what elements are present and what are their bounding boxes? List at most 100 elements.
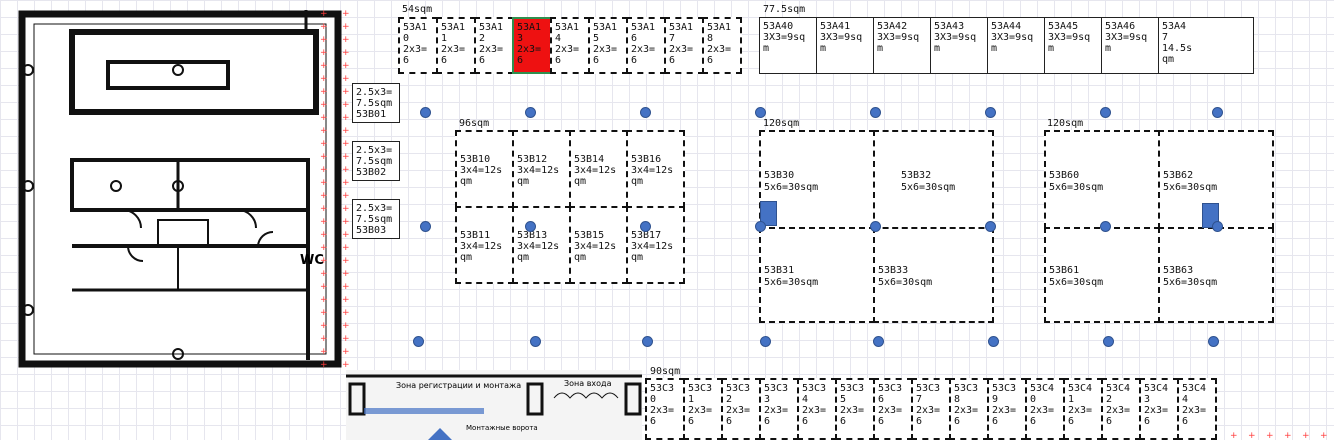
wc-label: WC bbox=[300, 253, 324, 268]
stand-53b63[interactable]: 53B63 5x6=30sqm bbox=[1158, 227, 1274, 323]
stand-53b30[interactable]: 53B30 5x6=30sqm bbox=[759, 130, 875, 229]
stand-53b01[interactable]: 2.5x3= 7.5sqm 53B01 bbox=[352, 83, 400, 123]
stand-53a12[interactable]: 53A1 2 2x3= 6 bbox=[474, 17, 514, 74]
stand-53c39[interactable]: 53C3 9 2x3= 6 bbox=[987, 378, 1027, 440]
stand-53a11[interactable]: 53A1 1 2x3= 6 bbox=[436, 17, 476, 74]
stand-53b13[interactable]: 53B13 3x4=12s qm bbox=[512, 206, 571, 284]
svg-text:+: + bbox=[342, 178, 350, 188]
stand-53a44[interactable]: 53A44 3X3=9sq m bbox=[987, 17, 1045, 74]
stand-53c35[interactable]: 53C3 5 2x3= 6 bbox=[835, 378, 875, 440]
svg-text:+: + bbox=[342, 74, 350, 84]
stand-53c38[interactable]: 53C3 8 2x3= 6 bbox=[949, 378, 989, 440]
stand-53b03[interactable]: 2.5x3= 7.5sqm 53B03 bbox=[352, 199, 400, 239]
svg-text:+: + bbox=[342, 334, 350, 344]
stand-53a47[interactable]: 53A4 7 14.5s qm bbox=[1158, 17, 1254, 74]
stand-53b33[interactable]: 53B33 5x6=30sqm bbox=[873, 227, 994, 323]
stand-53a45[interactable]: 53A45 3X3=9sq m bbox=[1044, 17, 1102, 74]
stand-53c42[interactable]: 53C4 2 2x3= 6 bbox=[1101, 378, 1141, 440]
svg-text:+: + bbox=[1320, 431, 1328, 440]
svg-text:+: + bbox=[342, 347, 350, 357]
marker-row: ++++++ bbox=[1230, 431, 1328, 440]
svg-text:+: + bbox=[342, 126, 350, 136]
svg-text:+: + bbox=[342, 10, 350, 19]
stand-53c37[interactable]: 53C3 7 2x3= 6 bbox=[911, 378, 951, 440]
stand-53b17[interactable]: 53B17 3x4=12s qm bbox=[626, 206, 685, 284]
stand-53a43[interactable]: 53A43 3X3=9sq m bbox=[930, 17, 988, 74]
pillar-icon bbox=[1100, 221, 1111, 232]
pillar-icon bbox=[640, 221, 651, 232]
stand-53a42[interactable]: 53A42 3X3=9sq m bbox=[873, 17, 931, 74]
svg-text:+: + bbox=[320, 269, 328, 279]
stand-53a10[interactable]: 53A1 0 2x3= 6 bbox=[398, 17, 438, 74]
door-icon bbox=[760, 201, 777, 226]
stand-53b16[interactable]: 53B16 3x4=12s qm bbox=[626, 130, 685, 208]
stand-53c30[interactable]: 53C3 0 2x3= 6 bbox=[645, 378, 685, 440]
stand-53b10[interactable]: 53B10 3x4=12s qm bbox=[455, 130, 514, 208]
stand-53c36[interactable]: 53C3 6 2x3= 6 bbox=[873, 378, 913, 440]
building-floor-plan: WC bbox=[18, 10, 342, 368]
stand-53b31[interactable]: 53B31 5x6=30sqm bbox=[759, 227, 875, 323]
svg-text:+: + bbox=[320, 100, 328, 110]
svg-text:+: + bbox=[320, 243, 328, 253]
stand-53a16[interactable]: 53A1 6 2x3= 6 bbox=[626, 17, 666, 74]
pillar-icon bbox=[988, 336, 999, 347]
svg-text:+: + bbox=[342, 269, 350, 279]
stand-53a46[interactable]: 53A46 3X3=9sq m bbox=[1101, 17, 1159, 74]
stand-53b14[interactable]: 53B14 3x4=12s qm bbox=[569, 130, 628, 208]
stand-53a17[interactable]: 53A1 7 2x3= 6 bbox=[664, 17, 704, 74]
pillar-icon bbox=[755, 221, 766, 232]
stand-53b11[interactable]: 53B11 3x4=12s qm bbox=[455, 206, 514, 284]
svg-text:+: + bbox=[342, 230, 350, 240]
svg-text:+: + bbox=[342, 113, 350, 123]
svg-text:+: + bbox=[1230, 431, 1238, 440]
pillar-icon bbox=[1103, 336, 1114, 347]
stand-53a41[interactable]: 53A41 3X3=9sq m bbox=[816, 17, 874, 74]
stand-53c44[interactable]: 53C4 4 2x3= 6 bbox=[1177, 378, 1217, 440]
svg-text:+: + bbox=[320, 165, 328, 175]
stand-53b02[interactable]: 2.5x3= 7.5sqm 53B02 bbox=[352, 141, 400, 181]
stand-53b32[interactable]: 53B32 5x6=30sqm bbox=[873, 130, 994, 229]
stand-53c41[interactable]: 53C4 1 2x3= 6 bbox=[1063, 378, 1103, 440]
registration-zone-label: Зона регистрации и монтажа bbox=[396, 381, 521, 390]
svg-text:+: + bbox=[342, 360, 350, 370]
stand-53c40[interactable]: 53C4 0 2x3= 6 bbox=[1025, 378, 1065, 440]
pillar-icon bbox=[420, 107, 431, 118]
svg-text:+: + bbox=[320, 61, 328, 71]
pillar-icon bbox=[1100, 107, 1111, 118]
stand-53b60[interactable]: 53B60 5x6=30sqm bbox=[1044, 130, 1160, 229]
stand-53b61[interactable]: 53B61 5x6=30sqm bbox=[1044, 227, 1160, 323]
stand-53a14[interactable]: 53A1 4 2x3= 6 bbox=[550, 17, 590, 74]
svg-text:+: + bbox=[1302, 431, 1310, 440]
stand-53a13[interactable]: 53A1 3 2x3= 6 bbox=[512, 17, 552, 74]
svg-text:+: + bbox=[342, 308, 350, 318]
svg-text:+: + bbox=[320, 204, 328, 214]
stand-53b15[interactable]: 53B15 3x4=12s qm bbox=[569, 206, 628, 284]
pillar-icon bbox=[870, 107, 881, 118]
stand-53b12[interactable]: 53B12 3x4=12s qm bbox=[512, 130, 571, 208]
svg-text:+: + bbox=[320, 152, 328, 162]
stand-53a40[interactable]: 53A40 3X3=9sq m bbox=[759, 17, 817, 74]
stand-53c32[interactable]: 53C3 2 2x3= 6 bbox=[721, 378, 761, 440]
svg-text:+: + bbox=[342, 256, 350, 266]
stand-53c43[interactable]: 53C4 3 2x3= 6 bbox=[1139, 378, 1179, 440]
svg-text:+: + bbox=[320, 74, 328, 84]
svg-text:+: + bbox=[320, 87, 328, 97]
svg-text:+: + bbox=[342, 295, 350, 305]
stand-53c34[interactable]: 53C3 4 2x3= 6 bbox=[797, 378, 837, 440]
stand-53a18[interactable]: 53A1 8 2x3= 6 bbox=[702, 17, 742, 74]
area-label-b-mid: 120sqm bbox=[763, 118, 800, 129]
pillar-icon bbox=[1212, 221, 1223, 232]
entrance-arrow-icon bbox=[428, 428, 452, 440]
stand-53c33[interactable]: 53C3 3 2x3= 6 bbox=[759, 378, 799, 440]
pillar-icon bbox=[760, 336, 771, 347]
stand-53a15[interactable]: 53A1 5 2x3= 6 bbox=[588, 17, 628, 74]
svg-text:+: + bbox=[320, 191, 328, 201]
svg-text:+: + bbox=[1284, 431, 1292, 440]
svg-text:+: + bbox=[320, 347, 328, 357]
svg-text:+: + bbox=[320, 360, 328, 370]
area-label-c-bottom: 90sqm bbox=[650, 366, 681, 377]
svg-text:+: + bbox=[342, 35, 350, 45]
stand-53c31[interactable]: 53C3 1 2x3= 6 bbox=[683, 378, 723, 440]
area-label-b-left: 96sqm bbox=[459, 118, 490, 129]
pillar-icon bbox=[420, 221, 431, 232]
